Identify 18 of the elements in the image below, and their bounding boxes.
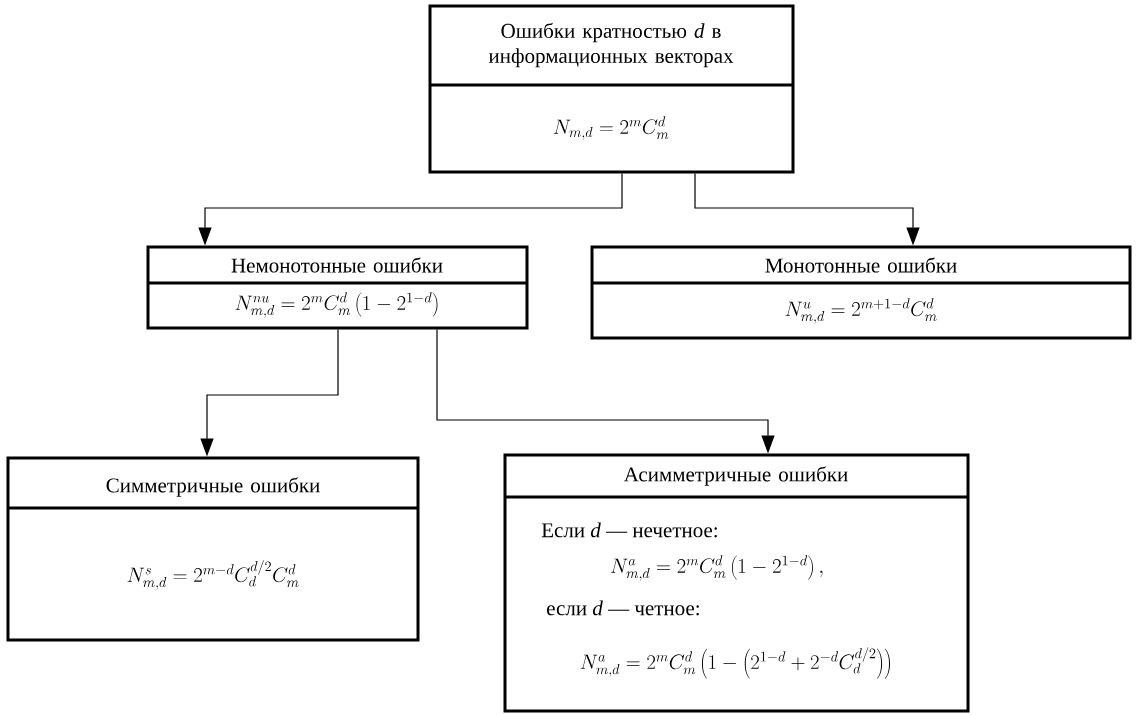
process-box xyxy=(6,456,420,642)
process-box xyxy=(503,453,970,713)
box-heading: Асимметричные ошибки xyxy=(623,466,848,486)
box-heading: Симметричные ошибки xyxy=(106,477,320,497)
formula: $N_{m,d} = 2^{m} C_{m}^{d}$ xyxy=(553,116,669,140)
condition-text: Если d — нечетное: xyxy=(541,522,717,538)
box-heading: Монотонные ошибки xyxy=(765,257,957,273)
formula: $N_{m,d}^{u} = 2^{m+1-d} C_{m}^{d}$ xyxy=(785,298,937,324)
process-box xyxy=(590,245,1132,340)
formula: $N_{m,d}^{a} = 2^{m} C_{m}^{d}\left(1-2^{1-d}\right),$ xyxy=(610,555,823,581)
formula: $N_{m,d}^{s} = 2^{m-d} C_{d}^{d/2} C_{m}^{d}$ xyxy=(127,560,299,590)
formula: $N_{m,d}^{a} = 2^{m} C_{m}^{d}\left(1-\left(2^{1-d}+2^{-d} C_{d}^{d/2}\right)\right)$ xyxy=(580,647,890,679)
box-heading: Немонотонные ошибки xyxy=(231,257,443,273)
box-heading: Ошибки кратностью d в информационных векторах xyxy=(488,22,734,68)
process-box xyxy=(146,245,529,330)
process-box xyxy=(428,4,795,174)
formula: $N_{m,d}^{nu} = 2^{m} C_{m}^{d}\left(1-2^{1-d}\right)$ xyxy=(235,292,438,318)
condition-text: если d — четное: xyxy=(547,600,699,616)
